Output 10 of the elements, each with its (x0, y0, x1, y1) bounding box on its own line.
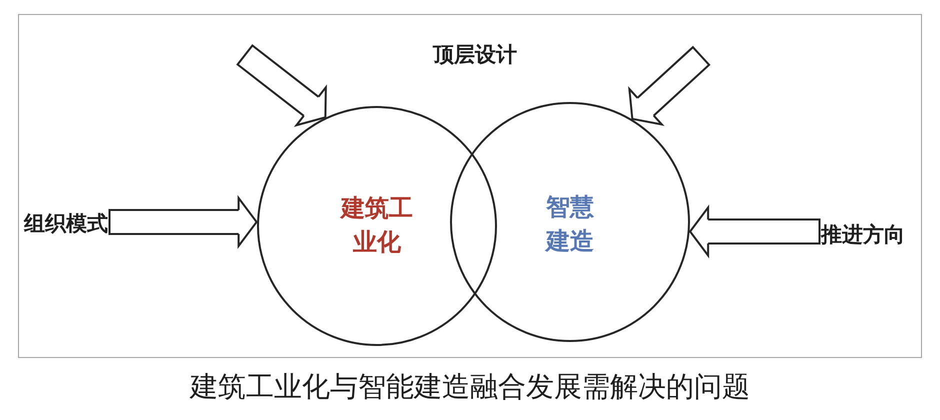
block-arrow (236, 44, 327, 126)
factor-label: 组织模式 (24, 211, 108, 237)
block-arrow (689, 206, 820, 256)
block-arrow (108, 197, 258, 247)
circle-label: 智慧建造 (544, 192, 595, 257)
circle-label: 建筑工业化 (340, 193, 414, 258)
figure-caption: 建筑工业化与智能建造融合发展需解决的问题 (190, 370, 750, 404)
block-arrow (628, 46, 711, 126)
factor-label: 推进方向 (821, 222, 905, 248)
factor-label: 顶层设计 (433, 42, 517, 68)
